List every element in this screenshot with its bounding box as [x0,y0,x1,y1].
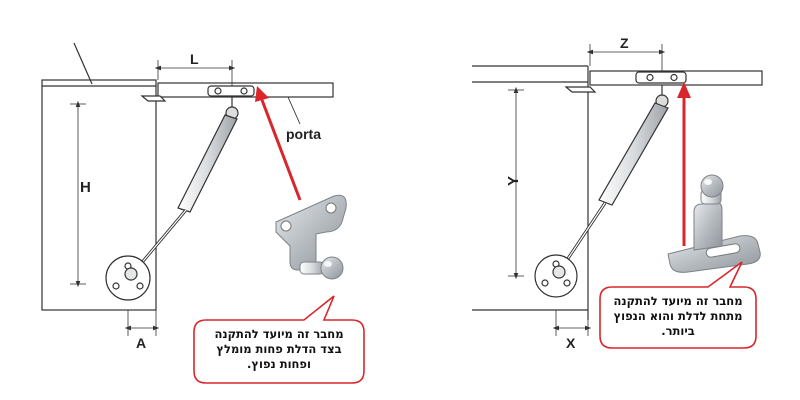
right-gas-spring [561,85,669,267]
left-base-plate [105,255,151,301]
right-base-plate [534,254,578,298]
right-connector-photo [667,174,761,273]
left-gas-spring [137,96,239,267]
dimension-label-a: A [136,335,146,351]
left-pointer-arrow [255,86,302,201]
dimension-label-l: L [190,51,199,67]
right-diagram [472,44,763,336]
left-callout-bubble [193,295,365,384]
left-callout-line-2: בצד הדלת פחות מומלץ [216,342,342,356]
right-pointer-arrow [677,82,691,246]
right-callout-bubble [599,261,757,349]
left-diagram [41,42,334,336]
dimension-label-y: Y [505,176,522,186]
porta-label: porta [286,126,321,142]
left-callout-line-3: ופחות נפוץ. [247,357,311,371]
left-connector-photo [275,194,347,280]
left-callout-line-1: מחבר זה מיועד להתקנה [214,327,344,341]
dimension-label-h: H [80,179,91,196]
right-callout-text: מחבר זה מיועד להתקנה מתחת לדלת והוא הנפו… [603,294,753,339]
dimension-label-z: Z [620,35,629,51]
right-callout-line-2: מתחת לדלת והוא הנפוץ [613,309,743,323]
right-callout-line-3: ביותר. [661,324,695,338]
dimension-label-x: X [566,335,576,351]
right-callout-line-1: מחבר זה מיועד להתקנה [613,294,743,308]
left-callout-text: מחבר זה מיועד להתקנה בצד הדלת פחות מומלץ… [198,327,360,372]
